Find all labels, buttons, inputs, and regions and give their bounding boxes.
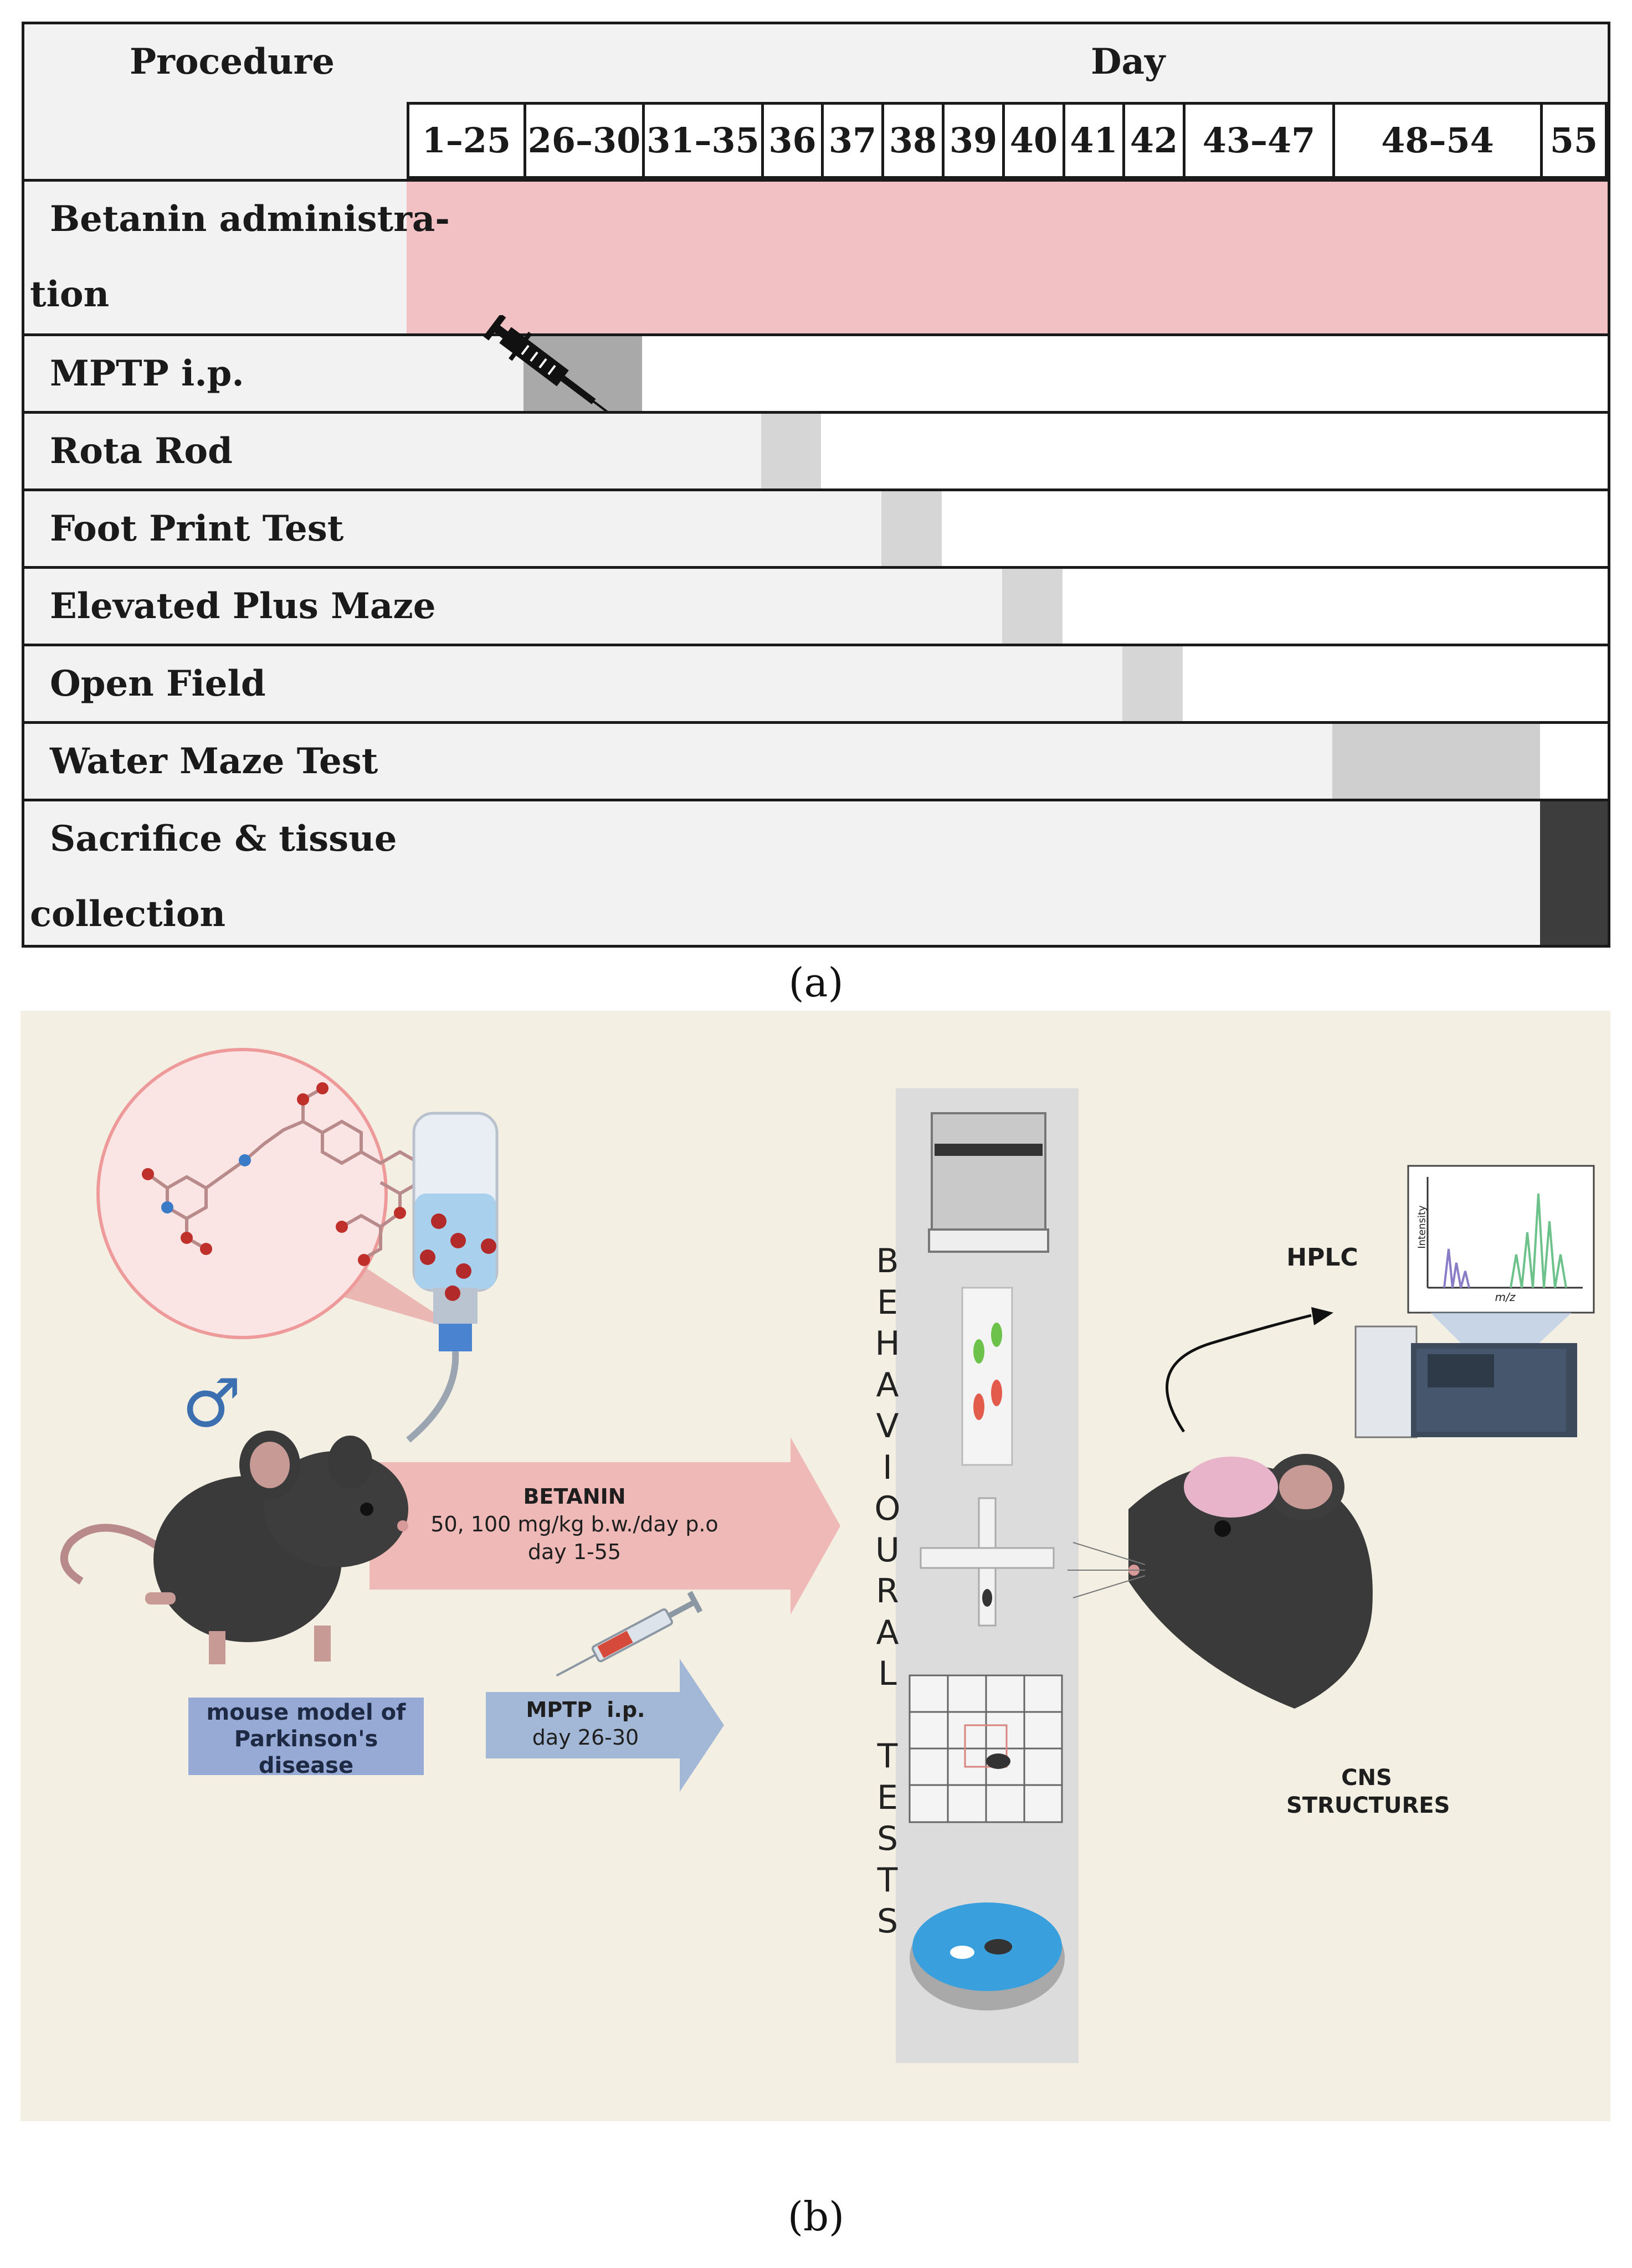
row-label-open-field: Open Field bbox=[50, 663, 266, 704]
hplc-arrow bbox=[1166, 1314, 1312, 1433]
molecule-circle bbox=[96, 1048, 388, 1339]
header-procedure: Procedure bbox=[130, 41, 335, 83]
mptp-arrow bbox=[486, 1659, 724, 1792]
mptp-title: MPTP i.p. bbox=[526, 1698, 645, 1722]
betanin-arrow bbox=[369, 1437, 840, 1614]
day-col-42: 42 bbox=[1122, 102, 1185, 179]
mptp-syringe-icon bbox=[556, 1591, 703, 1677]
row-label-rota-rod: Rota Rod bbox=[50, 430, 233, 472]
bar-open-field bbox=[1122, 646, 1183, 721]
day-col-41: 41 bbox=[1063, 102, 1125, 179]
day-col-38: 38 bbox=[881, 102, 945, 179]
day-col-37: 37 bbox=[821, 102, 884, 179]
bar-rota-rod bbox=[761, 414, 821, 488]
day-col-43-47: 43–47 bbox=[1183, 102, 1335, 179]
day-col-1-25: 1–25 bbox=[407, 102, 526, 179]
betanin-drop bbox=[431, 1213, 447, 1229]
bar-sacrifice bbox=[1540, 801, 1608, 945]
row-label-sacrifice-2: collection bbox=[30, 893, 226, 935]
ms-x-label: m/z bbox=[1495, 1290, 1516, 1304]
mptp-days: day 26-30 bbox=[532, 1725, 639, 1750]
water-maze-icon bbox=[910, 1902, 1065, 2010]
row-label-mptp: MPTP i.p. bbox=[50, 353, 244, 394]
workflow-panel: ♂ mouse model of Parkinson's disease BET… bbox=[20, 1011, 1610, 2121]
bar-betanin bbox=[407, 182, 1608, 333]
caption-b: (b) bbox=[787, 2193, 845, 2240]
row-mptp: MPTP i.p. bbox=[24, 315, 1608, 415]
cns-mouse-icon bbox=[1068, 1454, 1373, 1709]
cns-label: CNS STRUCTURES bbox=[1286, 1765, 1450, 1818]
day-col-39: 39 bbox=[942, 102, 1005, 179]
open-field-icon bbox=[909, 1674, 1063, 1823]
elevated-plus-maze-icon bbox=[920, 1497, 1055, 1627]
day-col-31-35: 31–35 bbox=[642, 102, 764, 179]
row-label-elevated-plus-maze: Elevated Plus Maze bbox=[50, 585, 436, 627]
day-col-40: 40 bbox=[1002, 102, 1065, 179]
row-label-foot-print: Foot Print Test bbox=[50, 508, 344, 549]
bar-water-maze bbox=[1332, 724, 1540, 799]
water-bottle-icon bbox=[406, 1112, 499, 1443]
bar-elevated-plus-maze bbox=[1002, 569, 1063, 644]
mouse-icon bbox=[60, 1431, 408, 1664]
day-col-36: 36 bbox=[761, 102, 824, 179]
syringe-icon bbox=[483, 315, 612, 415]
row-label-sacrifice-1: Sacrifice & tissue bbox=[50, 818, 397, 860]
betanin-days: day 1-55 bbox=[527, 1540, 622, 1564]
row-label-water-maze: Water Maze Test bbox=[50, 740, 378, 782]
betanin-title: BETANIN bbox=[523, 1484, 626, 1509]
hplc-instrument-icon bbox=[1354, 1325, 1577, 1438]
rota-rod-icon bbox=[928, 1112, 1049, 1253]
row-rota-rod: Rota Rod bbox=[24, 411, 1608, 488]
row-label-betanin-2: tion bbox=[30, 274, 110, 315]
row-elevated-plus-maze: Elevated Plus Maze bbox=[24, 566, 1608, 644]
day-col-55: 55 bbox=[1540, 102, 1608, 179]
footprint-icon bbox=[961, 1287, 1013, 1466]
row-sacrifice: Sacrifice & tissue collection bbox=[24, 799, 1608, 945]
day-col-26-30: 26–30 bbox=[524, 102, 645, 179]
header-day: Day bbox=[1091, 41, 1166, 83]
mouse-label-box bbox=[188, 1698, 424, 1775]
male-symbol-icon: ♂ bbox=[182, 1365, 242, 1442]
row-betanin: Betanin administra- tion bbox=[24, 179, 1608, 333]
ms-y-label: Intensity bbox=[1416, 1205, 1428, 1249]
bar-foot-print bbox=[881, 491, 942, 566]
row-label-betanin-1: Betanin administra- bbox=[50, 198, 450, 240]
workflow-illustration bbox=[60, 1048, 1595, 2063]
mouse-label: mouse model of Parkinson's disease bbox=[206, 1700, 406, 1778]
row-open-field: Open Field bbox=[24, 644, 1608, 721]
row-water-maze: Water Maze Test bbox=[24, 721, 1608, 799]
day-col-48-54: 48–54 bbox=[1332, 102, 1543, 179]
caption-a: (a) bbox=[788, 959, 844, 1006]
betanin-dose: 50, 100 mg/kg b.w./day p.o bbox=[430, 1512, 719, 1536]
hplc-label: HPLC bbox=[1286, 1243, 1358, 1272]
row-foot-print: Foot Print Test bbox=[24, 488, 1608, 566]
schedule-table: Procedure Day 1–25 26–30 31–35 36 37 38 … bbox=[22, 22, 1610, 948]
